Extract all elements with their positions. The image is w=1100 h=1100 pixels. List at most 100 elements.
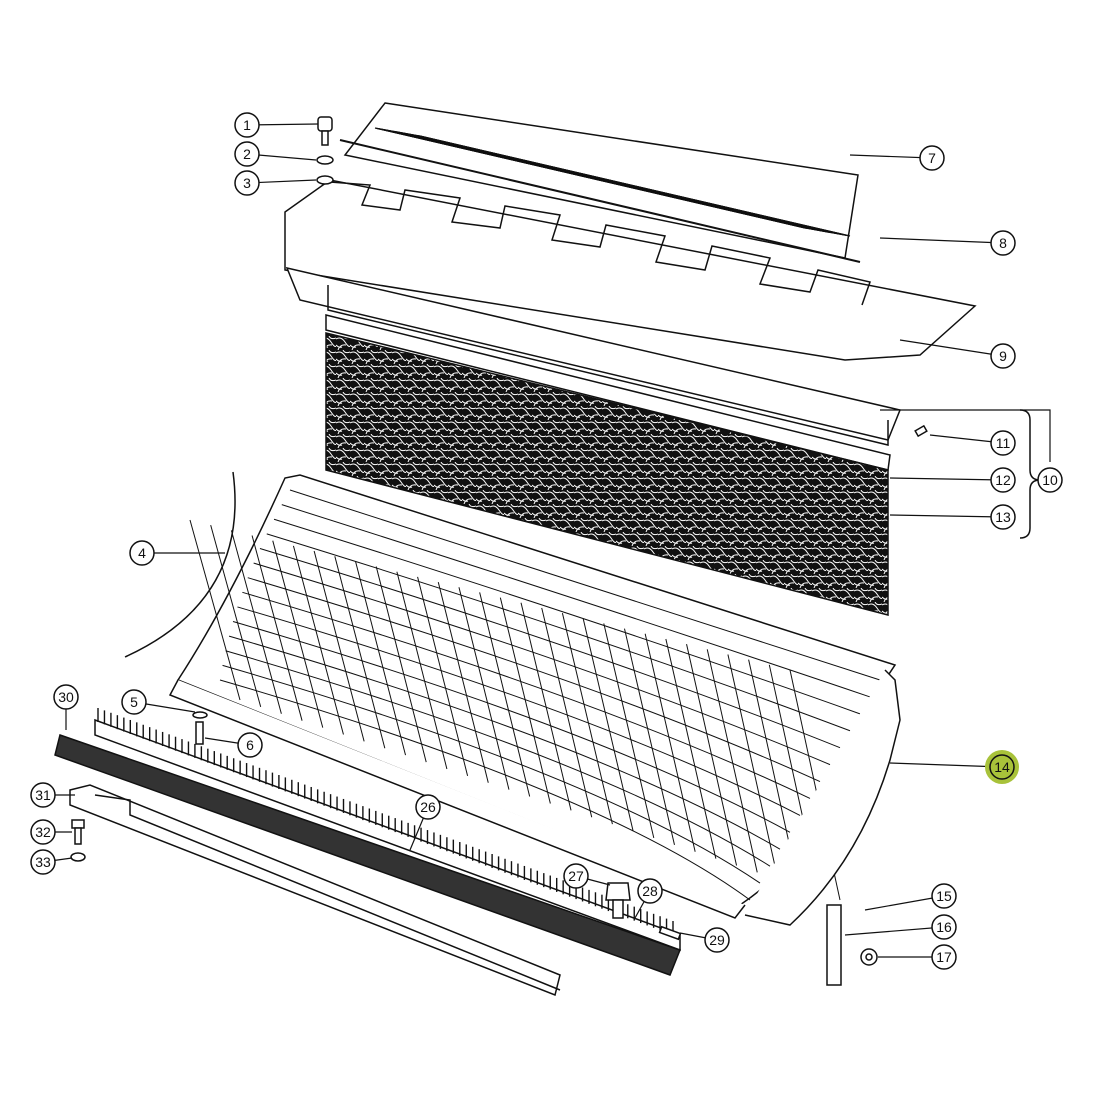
part-14-concave-grate (168, 474, 901, 926)
callout-15[interactable]: 15 (931, 883, 957, 909)
grate-rib (355, 561, 407, 756)
part-26-rack (54, 708, 681, 976)
grate-rib (189, 519, 241, 701)
callout-label: 2 (243, 146, 251, 162)
grate-rib (561, 612, 613, 825)
grate-rib (375, 566, 427, 763)
callout-label: 9 (999, 348, 1007, 364)
callout-label: 10 (1042, 472, 1058, 488)
grate-bar (219, 679, 751, 901)
callout-label: 15 (936, 888, 952, 904)
callout-10[interactable]: 10 (1037, 467, 1063, 493)
callout-4[interactable]: 4 (129, 540, 155, 566)
grate-bar (281, 504, 871, 698)
grate-bar (222, 664, 761, 884)
callout-27[interactable]: 27 (563, 863, 589, 889)
callout-31[interactable]: 31 (30, 782, 56, 808)
grate-rib (251, 535, 303, 721)
callout-label: 1 (243, 117, 251, 133)
callout-7[interactable]: 7 (919, 145, 945, 171)
part-8-slatted-panel (339, 102, 861, 263)
part-4-arc (124, 471, 236, 658)
grate-rib (479, 592, 531, 797)
part-31-strip (69, 784, 561, 997)
callout-14[interactable]: 14 (985, 750, 1019, 784)
callout-13[interactable]: 13 (990, 504, 1016, 530)
grate-rib (458, 587, 510, 790)
grate-rib (727, 654, 779, 880)
callout-8[interactable]: 8 (990, 230, 1016, 256)
grate-rib (272, 540, 324, 728)
callout-30[interactable]: 30 (53, 684, 79, 710)
grate-rib (334, 556, 386, 749)
grate-rib (706, 649, 758, 873)
callout-label: 3 (243, 175, 251, 191)
callout-11[interactable]: 11 (990, 430, 1016, 456)
grate-bar (289, 489, 881, 681)
grate-rib (210, 525, 262, 708)
grate-bar (225, 650, 771, 867)
callout-12[interactable]: 12 (990, 467, 1016, 493)
callout-3[interactable]: 3 (234, 170, 260, 196)
callout-2[interactable]: 2 (234, 141, 260, 167)
grate-rib (541, 607, 593, 818)
grate-bar (259, 547, 841, 749)
callout-label: 32 (35, 824, 51, 840)
callout-label: 29 (709, 932, 725, 948)
leader-7 (849, 154, 933, 159)
leader-12 (889, 477, 1004, 481)
leader-13 (889, 514, 1004, 518)
grate-bar (253, 562, 831, 766)
grate-rib (437, 581, 489, 783)
grate-rib (623, 628, 675, 845)
callout-label: 16 (936, 919, 952, 935)
callout-29[interactable]: 29 (704, 927, 730, 953)
callout-5[interactable]: 5 (121, 689, 147, 715)
grate-rib (644, 633, 696, 852)
callout-6[interactable]: 6 (237, 732, 263, 758)
callout-32[interactable]: 32 (30, 819, 56, 845)
callout-26[interactable]: 26 (415, 794, 441, 820)
grate-bar (232, 621, 791, 833)
bracket-10 (1019, 409, 1041, 539)
callout-label: 13 (995, 509, 1011, 525)
callout-label: 28 (642, 883, 658, 899)
grate-rib (396, 571, 448, 770)
callout-33[interactable]: 33 (30, 849, 56, 875)
callout-label: 8 (999, 235, 1007, 251)
callout-label: 17 (936, 949, 952, 965)
callout-label: 7 (928, 150, 936, 166)
grate-bar (237, 606, 801, 816)
grate-rib (292, 545, 344, 735)
callout-9[interactable]: 9 (990, 343, 1016, 369)
grate-rib (499, 597, 551, 804)
callout-label: 5 (130, 694, 138, 710)
callout-label: 4 (138, 545, 146, 561)
callout-16[interactable]: 16 (931, 914, 957, 940)
callout-17[interactable]: 17 (931, 944, 957, 970)
callout-1[interactable]: 1 (234, 112, 260, 138)
grate-rib (417, 576, 469, 776)
grate-rib (686, 644, 738, 866)
callout-label: 26 (420, 799, 436, 815)
grate-bar (247, 577, 821, 782)
grate-rib (230, 530, 282, 714)
leader-9 (899, 339, 1004, 357)
leader-14 (889, 762, 1003, 768)
callout-label: 27 (568, 868, 584, 884)
grate-rib (603, 623, 655, 839)
callout-label: 6 (246, 737, 254, 753)
callout-label: 31 (35, 787, 51, 803)
leader-16 (844, 926, 945, 936)
leader-15 (864, 895, 945, 911)
leader-8 (879, 237, 1004, 244)
callout-28[interactable]: 28 (637, 878, 663, 904)
slat (419, 135, 851, 237)
callout-label: 11 (996, 435, 1011, 451)
grate-rib (520, 602, 572, 811)
part-13-mesh-panel (325, 332, 889, 616)
callout-label: 14 (994, 759, 1010, 775)
grate-rib (313, 550, 365, 742)
